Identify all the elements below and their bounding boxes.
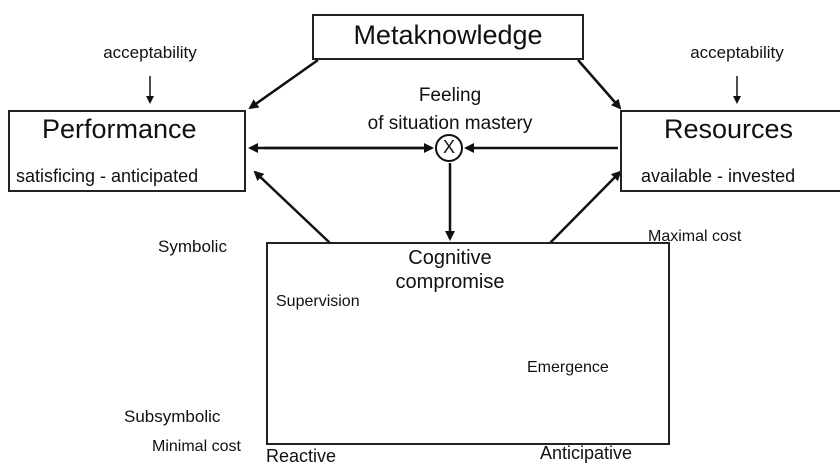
compromise-to-performance-arrow	[253, 170, 331, 244]
minimal-cost-label: Minimal cost	[152, 438, 241, 455]
mastery-label-line2: of situation mastery	[367, 113, 533, 134]
performance-subtitle: satisficing - anticipated	[16, 166, 199, 186]
compromise-to-resources-arrow	[549, 170, 622, 244]
maximal-cost-label: Maximal cost	[648, 228, 742, 245]
emergence-label: Emergence	[527, 359, 609, 376]
performance-box	[8, 110, 246, 192]
cognitive-compromise-box	[266, 242, 670, 445]
subsymbolic-label: Subsymbolic	[124, 407, 221, 426]
compromise-label-line1: Cognitive	[408, 247, 492, 269]
metaknowledge-box	[312, 14, 584, 60]
resources-acceptability-label: acceptability	[690, 43, 784, 62]
meta-to-performance-arrow	[248, 58, 319, 110]
mastery-node-symbol: X	[442, 137, 455, 157]
reactive-label: Reactive	[266, 446, 337, 466]
resources-title: Resources	[664, 114, 794, 144]
metaknowledge-title: Metaknowledge	[353, 20, 543, 50]
supervision-label: Supervision	[276, 293, 360, 310]
resources-box	[620, 110, 840, 192]
resources-subtitle: available - invested	[641, 166, 796, 186]
performance-title: Performance	[42, 114, 197, 144]
meta-to-resources-arrow	[577, 59, 622, 110]
mastery-label-line1: Feeling	[418, 85, 482, 106]
anticipative-label: Anticipative	[540, 443, 633, 463]
symbolic-label: Symbolic	[158, 237, 227, 256]
compromise-label-line2: compromise	[395, 271, 505, 293]
performance-acceptability-label: acceptability	[103, 43, 197, 62]
mastery-node	[435, 134, 463, 162]
